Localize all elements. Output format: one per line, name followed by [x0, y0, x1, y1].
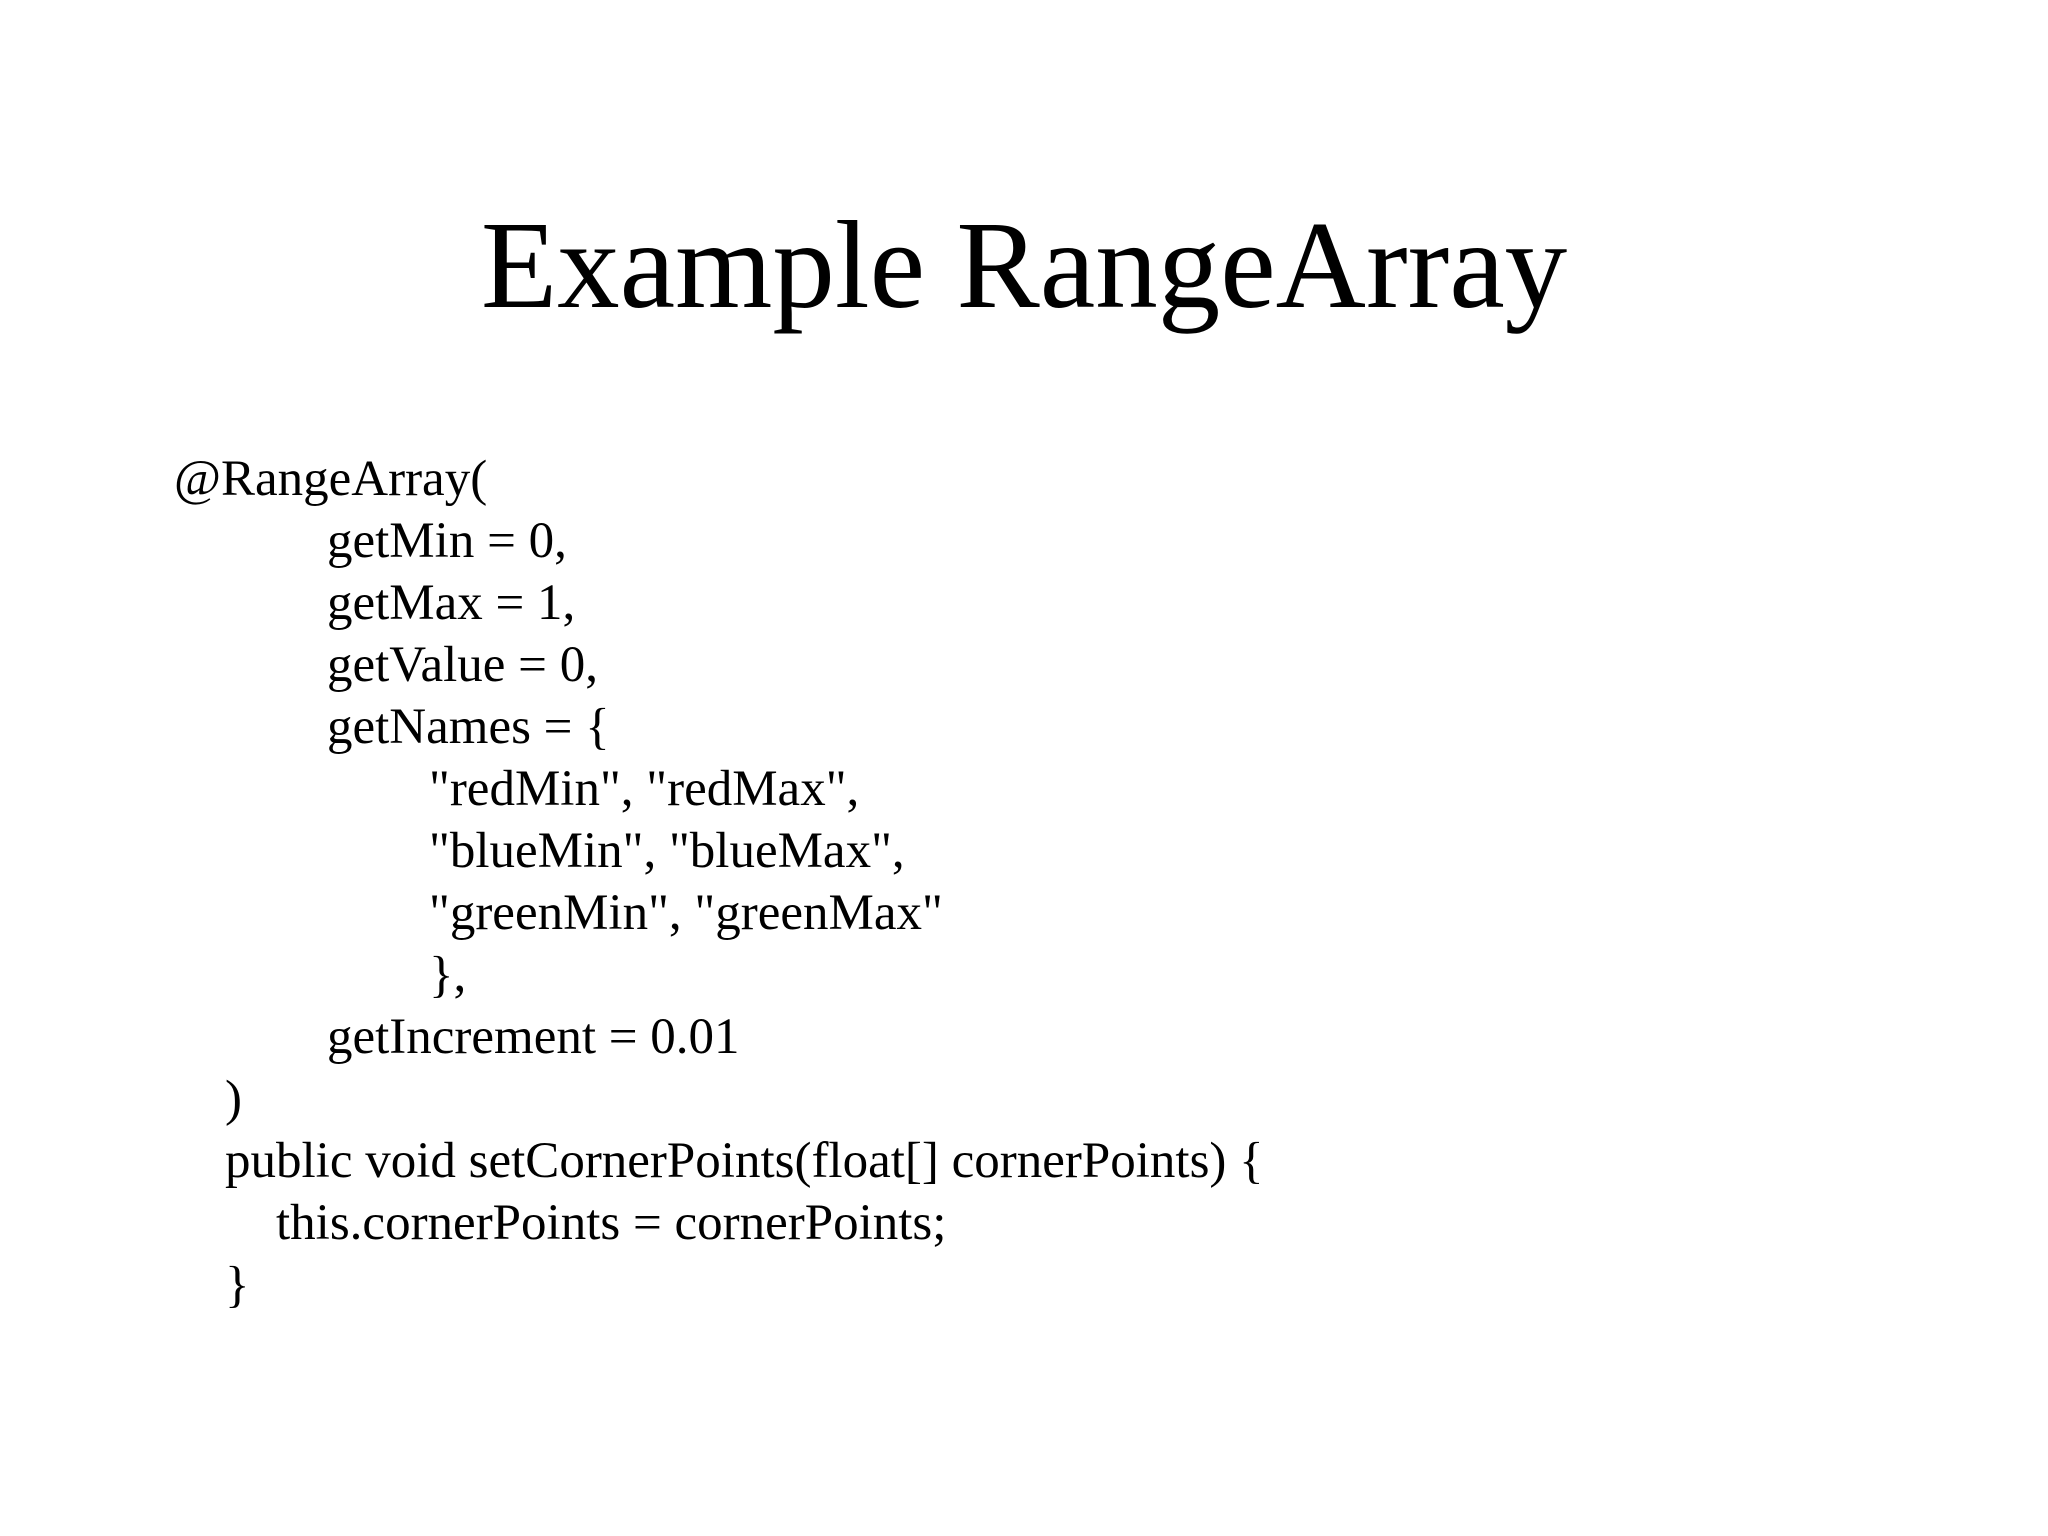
code-line: getMax = 1,: [174, 575, 576, 631]
page-title: Example RangeArray: [480, 197, 1568, 335]
code-line: @RangeArray(: [174, 451, 488, 507]
code-block: @RangeArray( getMin = 0, getMax = 1, get…: [174, 448, 1264, 1316]
code-line: this.cornerPoints = cornerPoints;: [174, 1195, 947, 1251]
code-line: ): [174, 1071, 242, 1127]
code-line: },: [174, 947, 467, 1003]
code-line: getMin = 0,: [174, 513, 567, 569]
code-line: "greenMin", "greenMax": [174, 885, 943, 941]
code-line: }: [174, 1257, 250, 1313]
code-line: getIncrement = 0.01: [174, 1009, 740, 1065]
code-line: "blueMin", "blueMax",: [174, 823, 905, 879]
code-line: "redMin", "redMax",: [174, 761, 860, 817]
code-line: public void setCornerPoints(float[] corn…: [174, 1133, 1264, 1189]
code-line: getNames = {: [174, 699, 610, 755]
code-line: getValue = 0,: [174, 637, 598, 693]
